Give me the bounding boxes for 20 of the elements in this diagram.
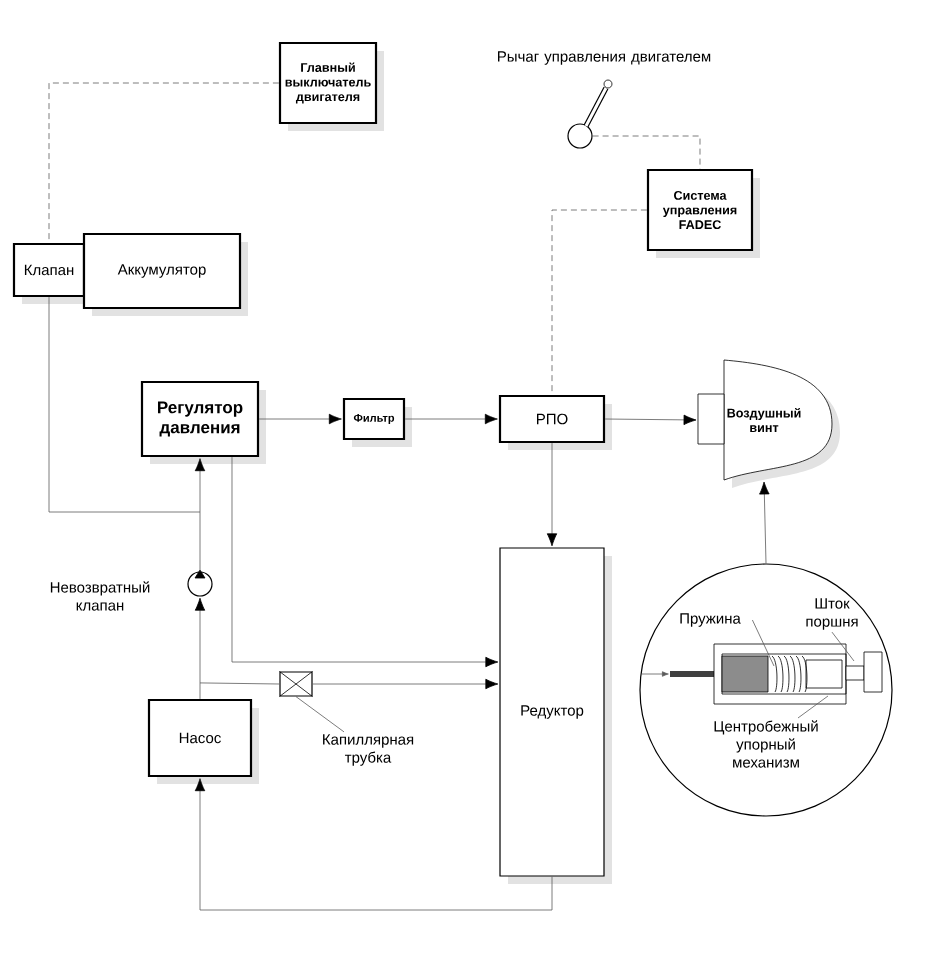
- restrictor-box: [279, 671, 313, 697]
- arrow: [546, 442, 558, 547]
- arrow: [194, 597, 206, 700]
- control-line: [592, 135, 701, 170]
- control-line: [48, 82, 280, 244]
- leader-line: [295, 696, 345, 733]
- arrow: [312, 678, 499, 690]
- arrow: [404, 413, 498, 425]
- leader-line: [797, 695, 829, 719]
- leader-line: [831, 631, 855, 662]
- arrow: [759, 481, 770, 564]
- regulator-box: Регулятор давления: [140, 380, 266, 464]
- control-line: [551, 209, 648, 396]
- arrow: [604, 414, 697, 426]
- arrow: [231, 456, 499, 668]
- inset-circle: [639, 563, 893, 817]
- arrow: [194, 458, 206, 513]
- leader-line: [752, 619, 775, 667]
- arrow: [258, 413, 342, 425]
- arrow: [194, 778, 553, 911]
